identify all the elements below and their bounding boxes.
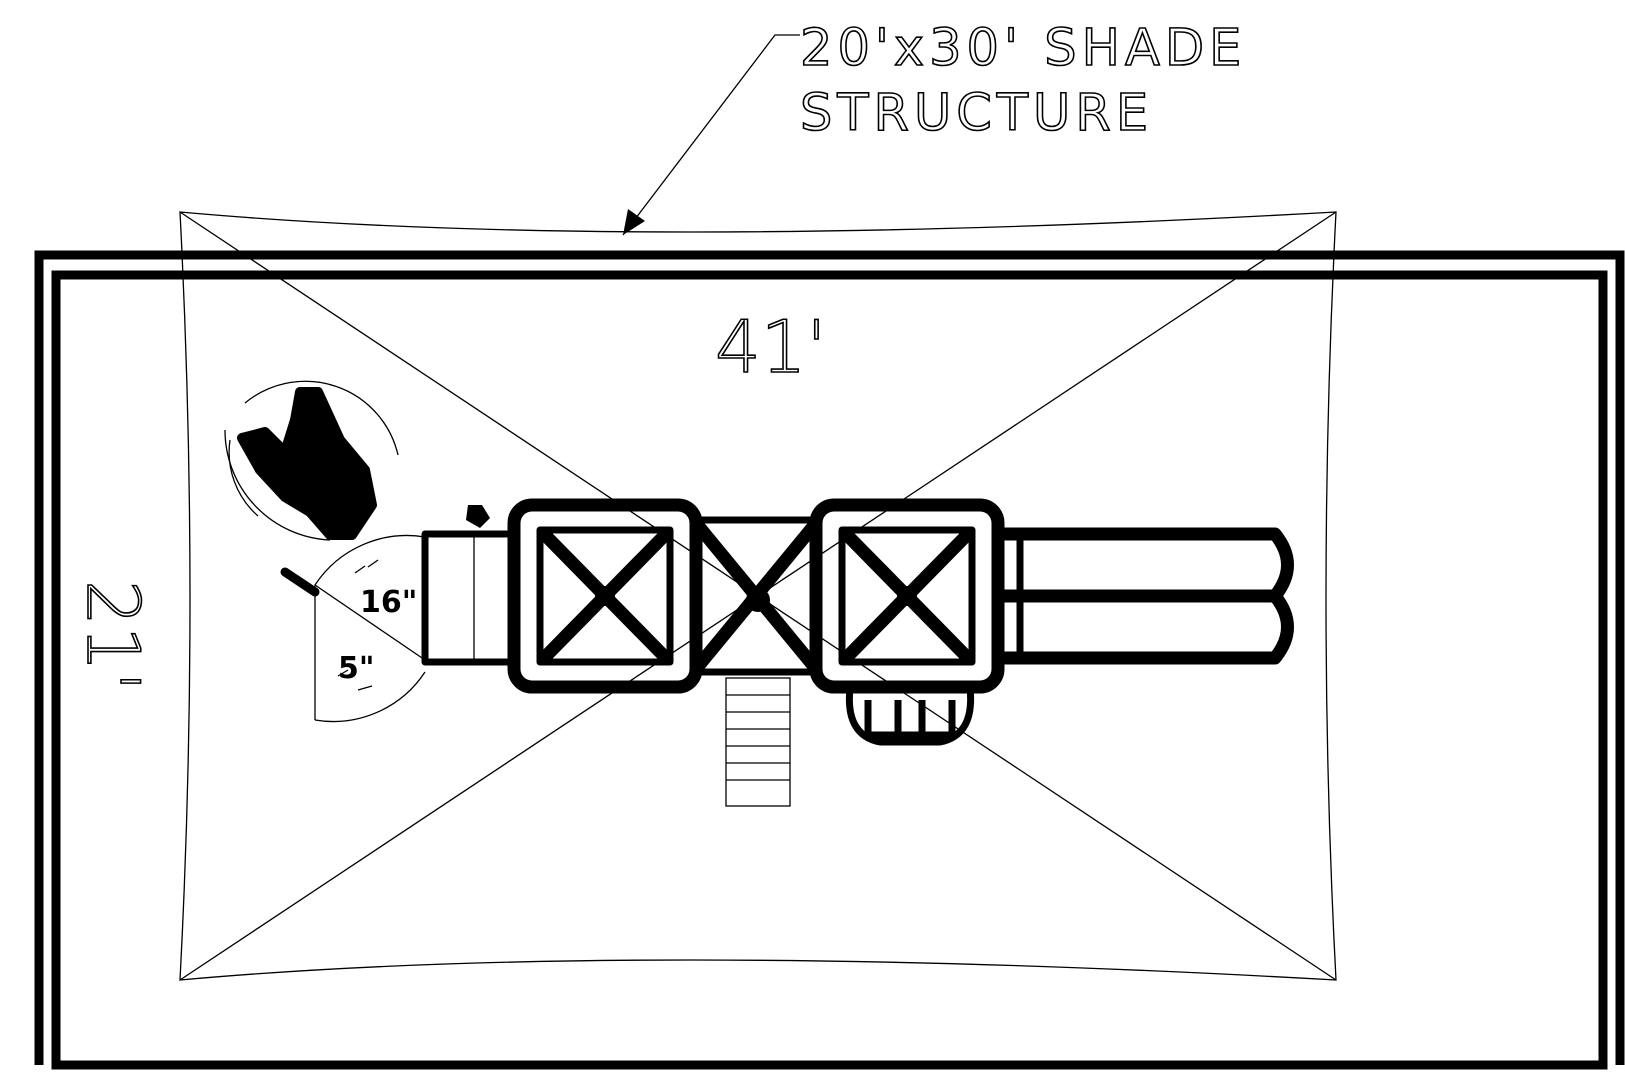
climber-shape xyxy=(237,387,377,540)
upper-deck-height: 16" xyxy=(360,585,417,620)
outer-border xyxy=(34,250,1625,1065)
climber-element xyxy=(224,380,399,541)
transfer-steps xyxy=(421,505,517,666)
deck-2 xyxy=(809,498,1005,694)
play-structure: 16" 5" xyxy=(224,380,1294,807)
callout-line-2: STRUCTURE xyxy=(800,84,1153,143)
lower-climber xyxy=(845,687,975,746)
double-slide xyxy=(991,527,1294,665)
transfer-platform: 16" 5" xyxy=(280,534,426,723)
length-dimension: 41' xyxy=(715,305,826,389)
bridge xyxy=(692,516,820,676)
leader-arrowhead xyxy=(623,209,645,235)
inner-border xyxy=(51,270,1608,1070)
handrail xyxy=(280,567,320,597)
callout-leader xyxy=(622,34,800,236)
ladder xyxy=(725,677,791,807)
callout-line-1: 20'x30' SHADE xyxy=(800,19,1246,78)
deck-1 xyxy=(507,498,703,694)
width-dimension: 21' xyxy=(71,580,155,691)
site-border xyxy=(34,250,1625,1070)
lower-deck-height: 5" xyxy=(338,651,375,686)
